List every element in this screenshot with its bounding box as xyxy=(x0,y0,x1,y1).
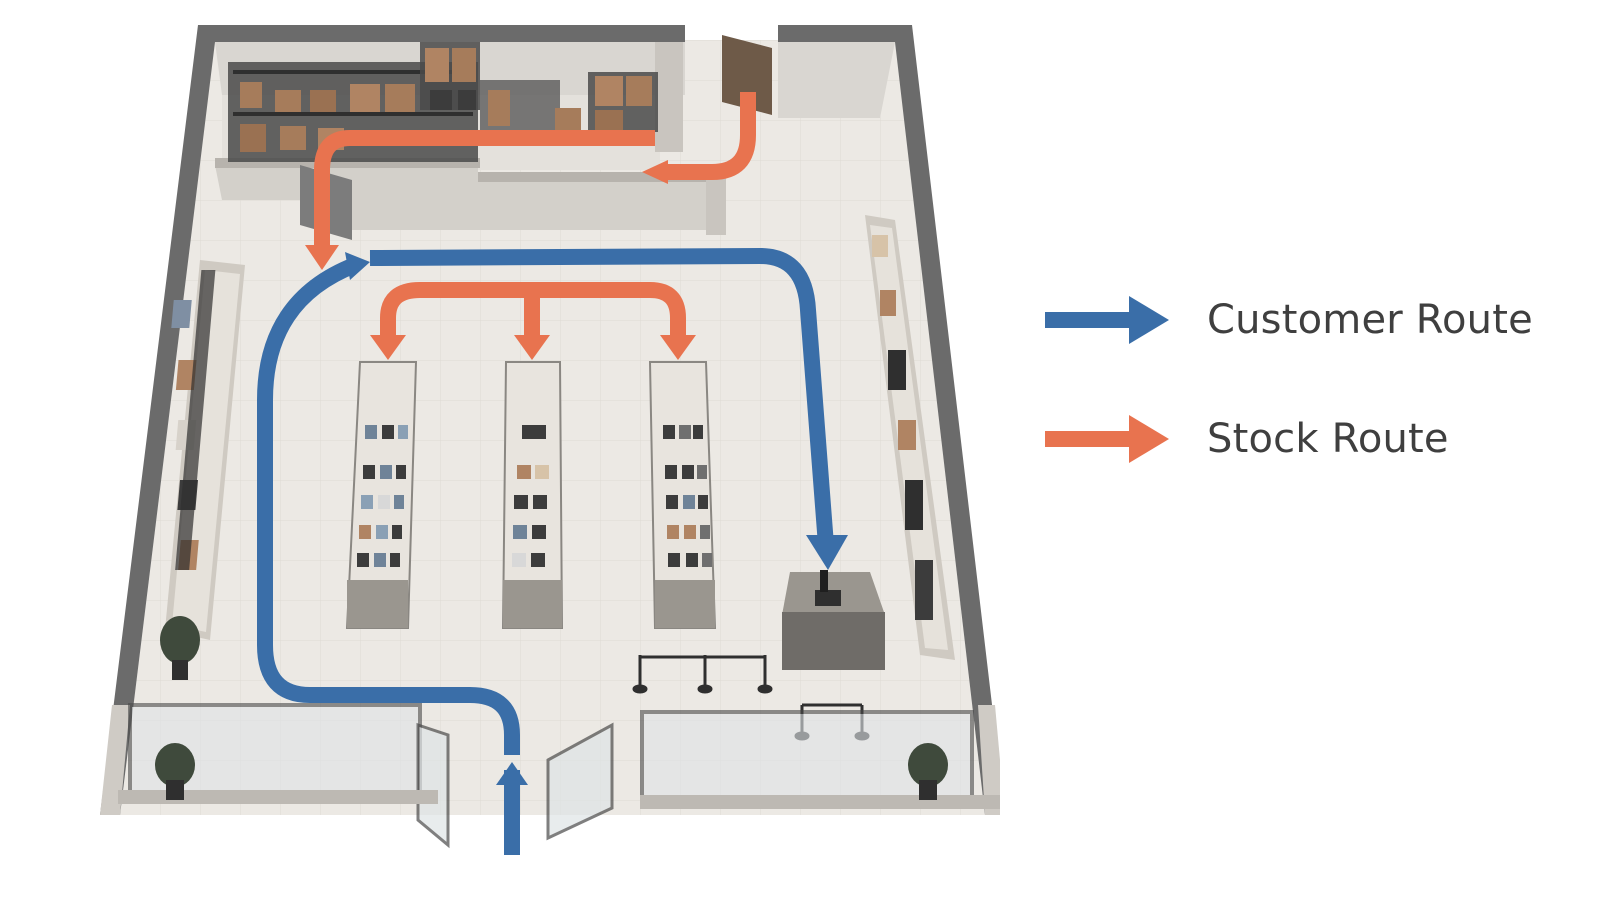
stock-route-arrow-icon xyxy=(1045,415,1169,463)
customer-route-arrow-icon xyxy=(1045,296,1169,344)
back-door xyxy=(722,35,772,115)
floor-plan xyxy=(100,25,1000,855)
gondola-left xyxy=(345,361,418,629)
right-wall-shelving xyxy=(865,215,955,660)
left-wall-shelving xyxy=(165,260,245,640)
gondola-middle xyxy=(501,361,564,629)
potted-plant-icon xyxy=(160,616,200,680)
stock-route xyxy=(305,92,756,360)
cash-register-icon xyxy=(815,570,841,606)
potted-plant-icon xyxy=(155,743,195,800)
entrance-door-left xyxy=(416,722,450,849)
legend-customer-route: Customer Route xyxy=(1045,290,1533,350)
legend-stock-route: Stock Route xyxy=(1045,409,1449,469)
stockroom-shelving xyxy=(228,42,658,162)
gondola-right xyxy=(648,361,717,629)
customer-route xyxy=(257,247,848,855)
legend-label-customer-route: Customer Route xyxy=(1207,297,1533,343)
potted-plant-icon xyxy=(908,743,948,800)
entrance-door-right xyxy=(546,722,614,841)
checkout-counter xyxy=(782,570,885,670)
legend-label-stock-route: Stock Route xyxy=(1207,416,1449,462)
storefront xyxy=(118,703,1000,849)
